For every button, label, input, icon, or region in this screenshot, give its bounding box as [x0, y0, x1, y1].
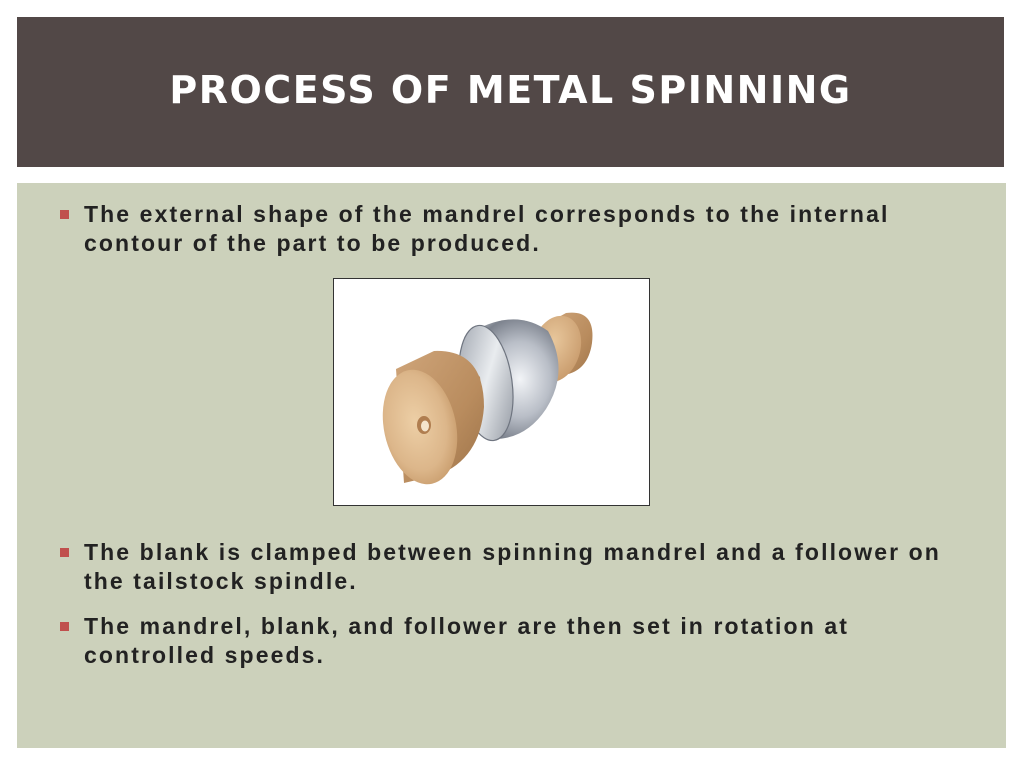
bullet-text-1: The external shape of the mandrel corres… [84, 201, 890, 256]
bullet-text-2: The blank is clamped between spinning ma… [84, 539, 941, 594]
bullet-square-icon [60, 622, 69, 631]
metal-spinning-illustration-icon [333, 278, 650, 506]
slide-title: PROCESS OF METAL SPINNING [169, 68, 852, 112]
bullet-text-3: The mandrel, blank, and follower are the… [84, 613, 849, 668]
content-panel: The external shape of the mandrel corres… [17, 183, 1006, 748]
metal-spinning-diagram [382, 312, 593, 485]
bullet-square-icon [60, 210, 69, 219]
bullet-square-icon [60, 548, 69, 557]
mandrel-shape [382, 350, 484, 485]
title-band: PROCESS OF METAL SPINNING [17, 17, 1004, 167]
